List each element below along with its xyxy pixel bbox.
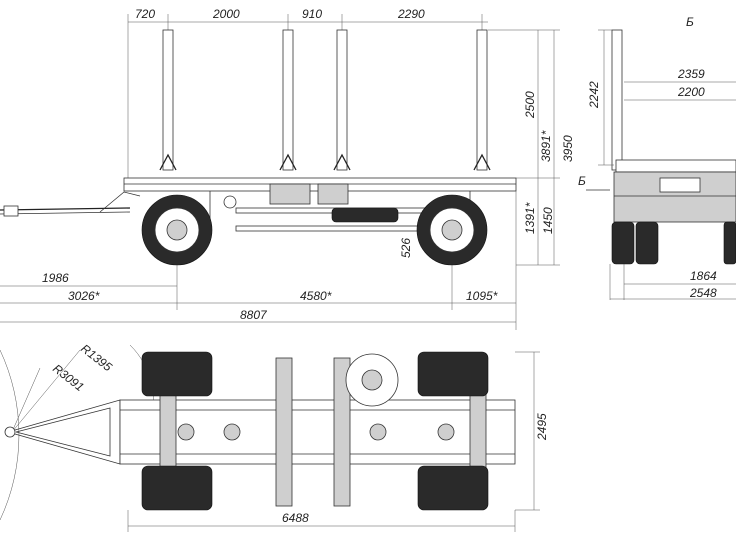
rear-view: Б Б 2242 2359 2200 1864 2548 [578,15,736,300]
dim-r3091: R3091 [50,361,86,394]
dim-2495: 2495 [535,413,549,441]
dim-4580: 4580* [300,289,332,303]
dim-3950: 3950 [561,135,575,162]
side-view: 720 2000 910 2290 [0,7,575,330]
drawbar [0,191,141,217]
dim-1864: 1864 [690,269,717,283]
dim-526: 526 [399,238,413,258]
dim-2242: 2242 [587,81,601,109]
dim-1095: 1095* [466,289,498,303]
dim-2548: 2548 [689,286,717,300]
dim-2290: 2290 [397,7,425,21]
stakes [159,29,491,171]
plan-view: R1395 R3091 2495 [0,341,549,532]
dim-2500: 2500 [523,91,537,119]
top-dimension-chain: 720 2000 910 2290 [127,7,488,180]
dim-2200: 2200 [677,85,705,99]
front-wheel [141,194,213,266]
dim-1391: 1391* [523,202,537,234]
dim-8807: 8807 [240,308,268,322]
rear-wheel [416,194,488,266]
section-label-side: Б [578,174,586,188]
dim-1450: 1450 [541,207,555,234]
dim-6488: 6488 [282,511,309,525]
dim-3026: 3026* [68,289,100,303]
bottom-dimension-chain: 1986 3026* 4580* 1095* 8807 [0,191,517,330]
dim-2359: 2359 [677,67,705,81]
dim-1986: 1986 [42,271,69,285]
section-label-top: Б [686,15,694,29]
height-dimensions: 2500 3891* 3950 1391* 1450 526 [399,29,575,266]
dim-3891: 3891* [539,130,553,162]
dim-910: 910 [302,7,322,21]
dim-2000: 2000 [212,7,240,21]
dim-720: 720 [135,7,155,21]
dim-r1395: R1395 [78,341,115,374]
